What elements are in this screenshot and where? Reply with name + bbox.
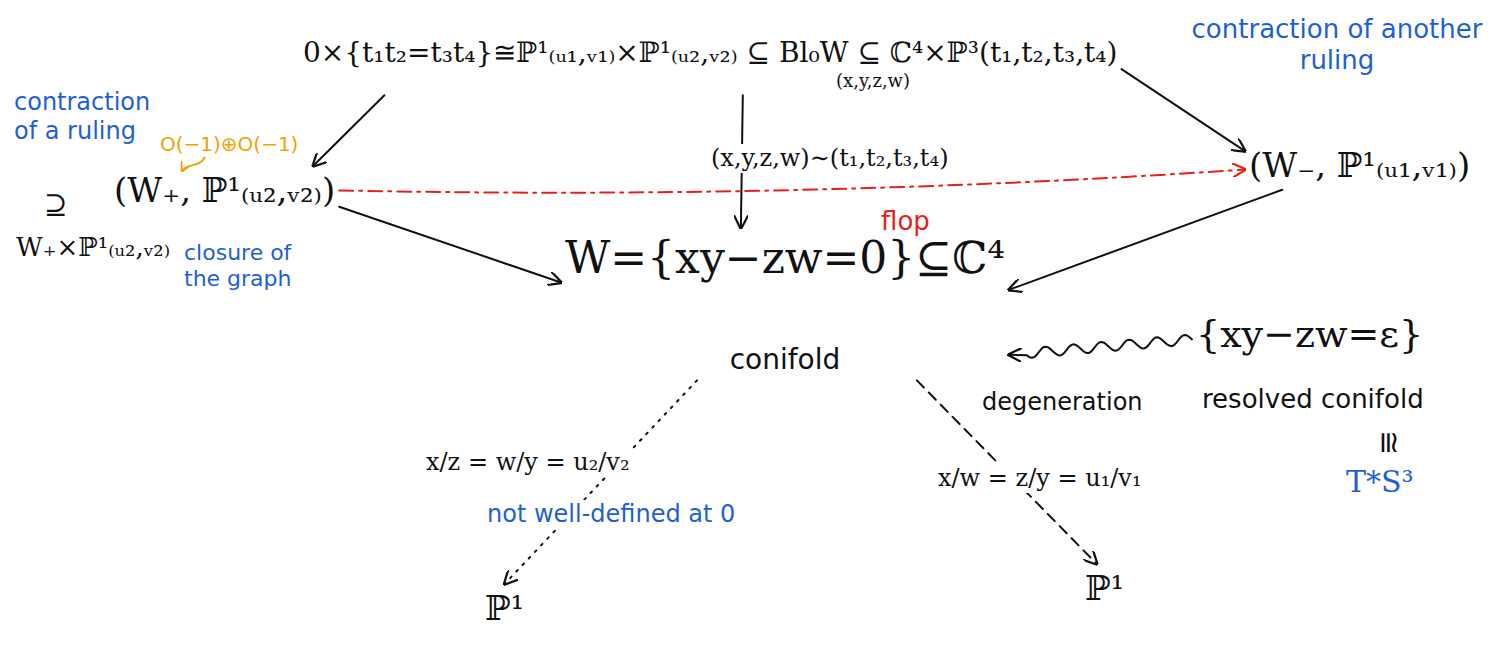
annotation: not well-defined at 0 xyxy=(485,500,737,529)
curly-pointer xyxy=(182,157,205,171)
embedding-chain: 0×{t₁t₂=t₃t₄}≅ℙ¹₍ᵤ₁,ᵥ₁₎×ℙ¹₍ᵤ₂,ᵥ₂₎ ⊆ Bl₀W… xyxy=(303,36,1117,91)
projective-line: ℙ¹ xyxy=(485,588,524,629)
edge-label: x/z = w/y = u₂/v₂ xyxy=(423,448,633,477)
normal-bundle: O(−1)⊕O(−1) xyxy=(158,132,300,156)
connector-arrow xyxy=(505,380,697,584)
deformed-equation: {xy−zw=ε} xyxy=(1196,312,1423,358)
node-text: conifold xyxy=(565,343,1005,377)
cotangent-bundle: T*S³ xyxy=(1344,464,1416,500)
connector-arrow xyxy=(1122,69,1246,151)
annotation: closure of the graph xyxy=(182,240,336,293)
node-text: (W₋, ℙ¹₍ᵤ₁,ᵥ₁₎) xyxy=(1249,145,1470,186)
node-text: (W₊, ℙ¹₍ᵤ₂,ᵥ₂₎) xyxy=(114,170,335,211)
pair-expression: (W₋, ℙ¹₍ᵤ₁,ᵥ₁₎) xyxy=(1249,145,1470,186)
annotation: contraction of another ruling xyxy=(1185,14,1489,76)
connector-arrow xyxy=(339,170,1245,193)
edge-label: (x,y,z,w)∼(t₁,t₂,t₃,t₄) xyxy=(708,144,952,173)
node-text: 0×{t₁t₂=t₃t₄}≅ℙ¹₍ᵤ₁,ᵥ₁₎×ℙ¹₍ᵤ₂,ᵥ₂₎ ⊆ Bl₀W… xyxy=(303,36,1117,70)
connector-arrow xyxy=(1009,190,1282,290)
annotation: contraction of a ruling xyxy=(12,88,181,146)
node-text: ℙ¹ xyxy=(1085,568,1124,609)
connector-arrow xyxy=(313,95,384,166)
edge-label: degeneration xyxy=(979,388,1146,417)
node-text: ℙ¹ xyxy=(485,588,524,629)
node-text: (x,y,z,w) xyxy=(836,70,1117,92)
product-space: W₊×ℙ¹₍ᵤ₂,ᵥ₂₎ xyxy=(14,232,172,263)
conifold-equation: W={xy−zw=0}⊆ℂ⁴ conifold xyxy=(565,232,1005,376)
projective-line: ℙ¹ xyxy=(1085,568,1124,609)
node-text: W={xy−zw=0}⊆ℂ⁴ xyxy=(565,232,1005,285)
connector-arrow xyxy=(1009,335,1192,358)
node-text: {xy−zw=ε} xyxy=(1196,312,1423,358)
isomorphism-symbol: ≅ xyxy=(1371,428,1407,457)
pair-expression: (W₊, ℙ¹₍ᵤ₂,ᵥ₂₎) xyxy=(114,170,335,211)
edge-label: flop xyxy=(878,206,933,237)
caption-text: resolved conifold xyxy=(1200,384,1426,415)
edge-label: x/w = z/y = u₁/v₁ xyxy=(935,464,1145,493)
inclusion-symbol: ⊇ xyxy=(42,188,69,222)
connector-arrow xyxy=(339,207,561,283)
